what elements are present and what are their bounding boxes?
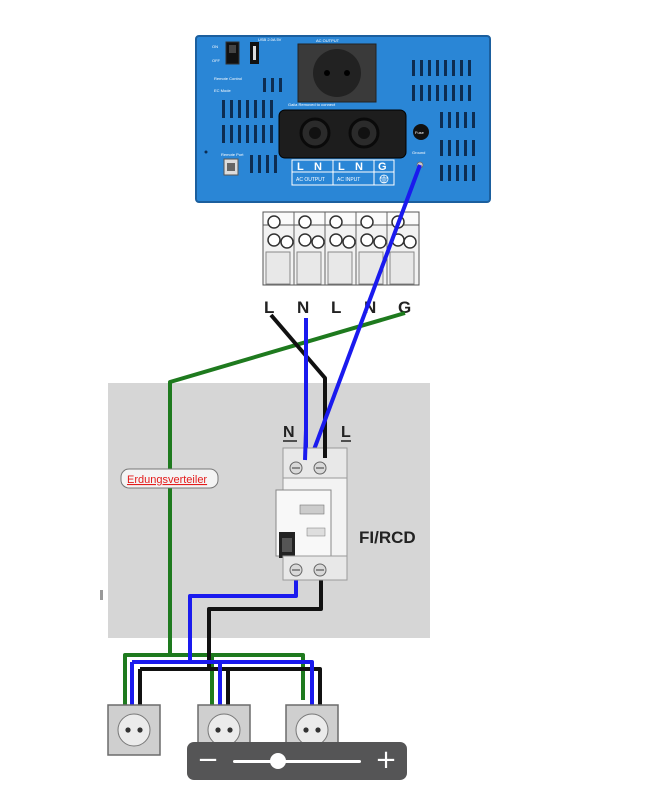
vent-grille-right	[412, 60, 475, 181]
erdung-label: Erdungsverteiler	[127, 474, 207, 486]
ac-out-top-label: AC OUTPUT	[316, 38, 340, 43]
neutral-wire-ground-link	[310, 164, 422, 456]
ac-output-label: AC OUTPUT	[296, 177, 325, 183]
inverter: ON OFF USB 2.0A 5V AC OUTPUT Remote Cont…	[195, 35, 491, 203]
fuse-holder[interactable]	[413, 124, 429, 140]
terminal-label-l2: L	[331, 298, 341, 317]
rcd-breaker	[275, 447, 348, 581]
terminal-letter-n1: N	[314, 161, 322, 173]
zoom-out-button[interactable]: −	[197, 745, 219, 775]
terminal-letter-g: G	[378, 161, 387, 173]
terminal-letter-l1: L	[297, 161, 304, 173]
panel-label-n: N	[283, 424, 295, 441]
outlet-hole-left	[324, 70, 330, 76]
rcd-label: FI/RCD	[359, 528, 416, 547]
ec-mode-label: EC Mode	[214, 88, 231, 93]
zoom-slider-track[interactable]	[233, 760, 361, 763]
live-wire-in	[269, 313, 327, 455]
terminal-label-n1: N	[297, 298, 309, 317]
connect-label: Gaiia Removed to connect	[288, 102, 336, 107]
neutral-wire-terminal	[303, 429, 308, 461]
terminal-label-l1: L	[264, 298, 274, 317]
distribution-panel	[108, 383, 430, 638]
cable-gland-plate	[278, 109, 407, 159]
zoom-in-button[interactable]: +	[375, 745, 397, 775]
zoom-slider-thumb[interactable]	[269, 753, 286, 769]
ac-input-label: AC INPUT	[337, 177, 360, 183]
zoom-control: − +	[187, 742, 407, 780]
outlet-1	[107, 704, 161, 756]
terminal-letter-l2: L	[338, 161, 345, 173]
warning-label: Remote Control	[214, 76, 242, 81]
live-wire-bus	[140, 667, 322, 705]
ground-wire-outlet-1	[123, 653, 170, 705]
terminal-letter-n2: N	[355, 161, 363, 173]
live-wire-out	[207, 578, 323, 669]
terminal-block	[262, 211, 420, 286]
outlet-hole-right	[344, 70, 350, 76]
remote-label: Remote Port	[221, 152, 244, 157]
erdung-tag	[120, 468, 219, 489]
ground-symbol-icon	[379, 174, 389, 184]
neutral-wire-out	[188, 578, 298, 662]
panel-edge-mark	[100, 590, 103, 600]
fuse-label: Fuse	[415, 130, 425, 135]
on-label: ON	[212, 44, 218, 49]
neutral-wire-bus	[132, 660, 314, 705]
panel-label-l: L	[341, 424, 351, 441]
wires	[123, 164, 422, 705]
vent-grille-left	[222, 78, 282, 173]
usb-label: USB 2.0A 5V	[258, 37, 282, 42]
off-label: OFF	[212, 58, 221, 63]
ground-label: Ground	[412, 150, 425, 155]
